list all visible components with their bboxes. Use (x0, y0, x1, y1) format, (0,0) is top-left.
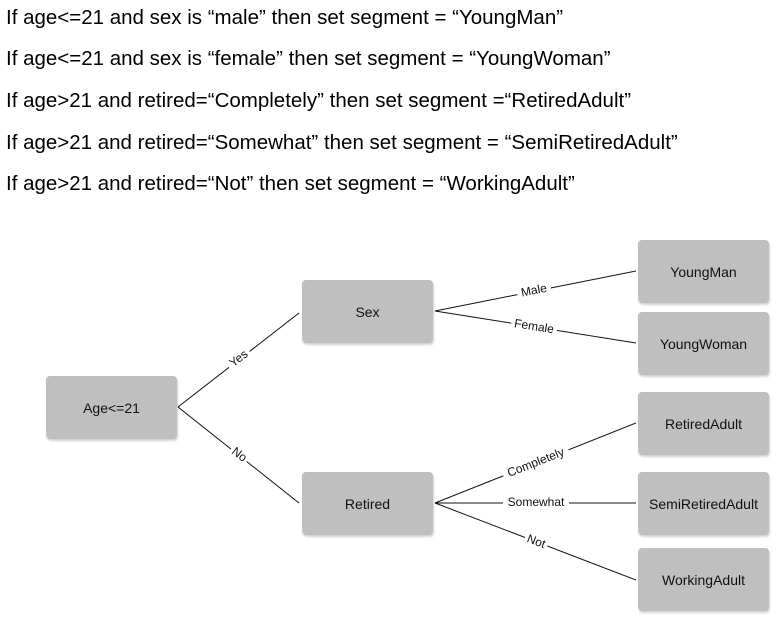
node-age-root: Age<=21 (46, 376, 177, 439)
edge-female-label: Female (510, 315, 558, 337)
rule-retired-adult: If age>21 and retired=“Completely” then … (6, 89, 632, 112)
node-retired: Retired (302, 472, 433, 535)
leaf-semi-retired-adult: SemiRetiredAdult (638, 472, 769, 535)
rule-young-man: If age<=21 and sex is “male” then set se… (6, 6, 564, 29)
edge-not-label: Not (522, 530, 551, 552)
leaf-working-adult: WorkingAdult (638, 548, 769, 611)
rule-young-woman: If age<=21 and sex is “female” then set … (6, 47, 611, 70)
svg-text:Not: Not (525, 531, 548, 551)
rule-semi-retired-adult: If age>21 and retired=“Somewhat” then se… (6, 131, 678, 154)
svg-text:Male: Male (520, 281, 549, 300)
svg-text:Somewhat: Somewhat (508, 495, 565, 509)
svg-text:Female: Female (513, 316, 555, 336)
edge-somewhat-label: Somewhat (503, 495, 569, 509)
leaf-retired-adult: RetiredAdult (638, 392, 769, 455)
rule-working-adult: If age>21 and retired=“Not” then set seg… (6, 172, 575, 195)
edge-male-label: Male (515, 279, 552, 301)
leaf-young-woman: YoungWoman (638, 312, 769, 375)
node-sex: Sex (302, 280, 433, 343)
edge-completely-label: Completely (500, 442, 571, 482)
leaf-young-man: YoungMan (638, 240, 769, 303)
svg-text:Completely: Completely (505, 445, 566, 480)
